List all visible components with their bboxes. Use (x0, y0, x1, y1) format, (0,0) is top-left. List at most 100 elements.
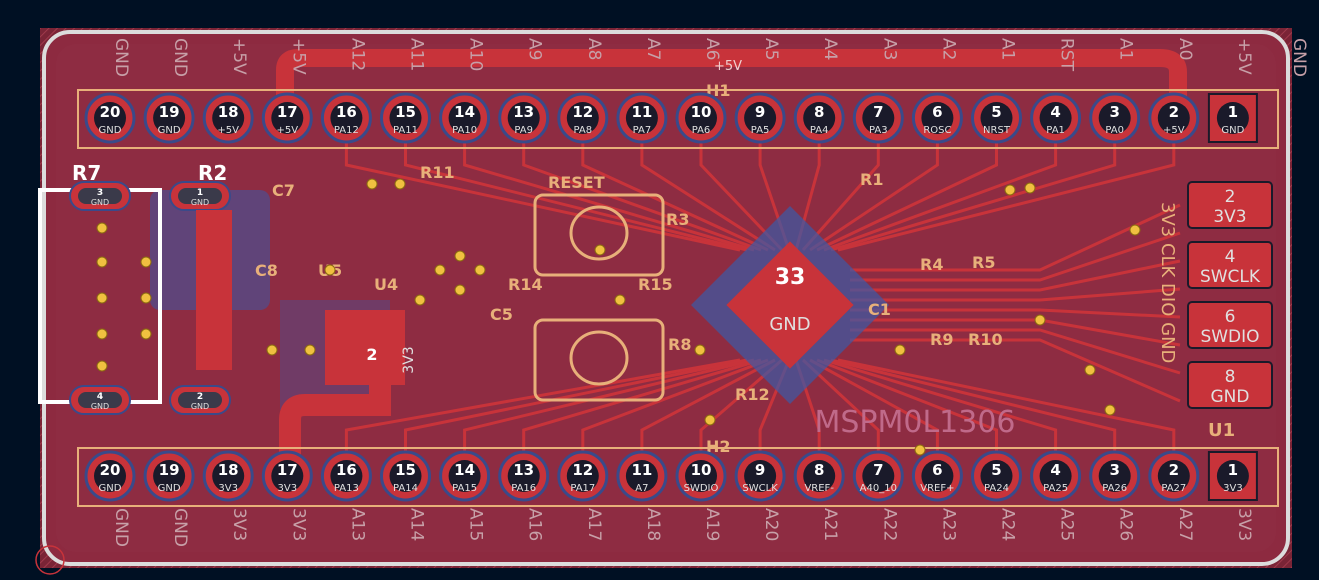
ref-r12: R12 (735, 385, 770, 404)
pin-name: PA14 (393, 483, 418, 494)
pin-name: PA8 (574, 125, 593, 136)
plus5v-trace (276, 49, 1187, 124)
pin-number: 1 (1228, 103, 1238, 121)
via (140, 292, 152, 304)
drill-hole (271, 460, 304, 492)
usb-pad-number: 2 (197, 392, 203, 402)
top-outer-label: A2 (938, 38, 958, 60)
mcu-pad-number: 33 (775, 265, 806, 290)
pin-name: 3V3 (1223, 483, 1243, 494)
pin-number: 4 (1050, 103, 1060, 121)
via (96, 360, 108, 372)
via (140, 256, 152, 268)
bottom-outer-label: A20 (761, 508, 781, 541)
bottom-outer-label: A17 (584, 508, 604, 541)
swd-pad-number: 6 (1225, 307, 1236, 327)
via (894, 344, 906, 356)
pin-number: 7 (873, 103, 883, 121)
bottom-header-outline (77, 447, 1279, 507)
drill-hole (803, 102, 836, 134)
mcu-pad-name: GND (769, 314, 810, 335)
pin-number: 16 (336, 103, 357, 121)
usb-pad-name: GND (91, 198, 109, 207)
drill-hole (1157, 460, 1190, 492)
bottom-outer-label: A22 (879, 508, 899, 541)
usb-pad-name: GND (191, 402, 209, 411)
drill-hole (921, 102, 954, 134)
trace-swd (850, 287, 1181, 302)
pin-name: PA1 (1046, 125, 1065, 136)
via (96, 292, 108, 304)
drill-hole (1216, 102, 1249, 134)
pin-number: 5 (991, 461, 1001, 479)
pin-number: 6 (932, 461, 942, 479)
drill-hole (625, 460, 658, 492)
ref-r11: R11 (420, 163, 455, 182)
pin-name: A7 (635, 483, 648, 494)
drill-hole (153, 460, 186, 492)
top-outer-label: A9 (525, 38, 545, 60)
pin-name: NRST (983, 125, 1011, 136)
pin-name: PA7 (633, 125, 652, 136)
via (366, 178, 378, 190)
trace-swd (850, 308, 1181, 319)
pin-number: 14 (454, 103, 475, 121)
top-outer-label: +5V (288, 38, 308, 75)
trace-bottom (830, 358, 1117, 452)
pin-number: 12 (572, 103, 593, 121)
pin-name: VREF+ (920, 483, 954, 494)
via (594, 244, 606, 256)
pin-number: 1 (1228, 461, 1238, 479)
pin-name: SWCLK (742, 483, 778, 494)
drill-hole (1098, 102, 1131, 134)
regulator-pad-name: 3V3 (401, 346, 417, 373)
trace-swd (850, 231, 1181, 282)
trace-bottom (801, 358, 880, 452)
plus5v-label: +5V (714, 59, 742, 74)
crystal-top-body (569, 205, 629, 261)
trace-bottom (404, 358, 748, 452)
origin-marker (35, 545, 65, 575)
pin-name: PA25 (1043, 483, 1068, 494)
pin-number: 16 (336, 461, 357, 479)
usb-pad-name: GND (191, 198, 209, 207)
via (914, 444, 926, 456)
regulator-pad-num: 2 (366, 345, 377, 364)
usb-pad-number: 3 (97, 188, 103, 198)
board-title: MSPM0L1306 (814, 405, 1015, 440)
trace-bottom (581, 358, 769, 452)
drill-hole (862, 102, 895, 134)
drill-hole (212, 102, 245, 134)
vias (96, 178, 1141, 456)
via (96, 256, 108, 268)
pin-number: 17 (277, 461, 298, 479)
ref-r1: R1 (860, 170, 883, 189)
drill-hole (625, 102, 658, 134)
pin-name: PA3 (869, 125, 888, 136)
ref-c8: C8 (255, 261, 278, 280)
via (614, 294, 626, 306)
drill-hole (744, 460, 777, 492)
via (266, 344, 278, 356)
drill-hole (507, 102, 540, 134)
bottom-outer-label: A15 (466, 508, 486, 541)
pin-number: 7 (873, 461, 883, 479)
via (96, 222, 108, 234)
bottom-outer-label: A25 (1057, 508, 1077, 541)
pin-number: 20 (100, 461, 121, 479)
pin-number: 12 (572, 461, 593, 479)
